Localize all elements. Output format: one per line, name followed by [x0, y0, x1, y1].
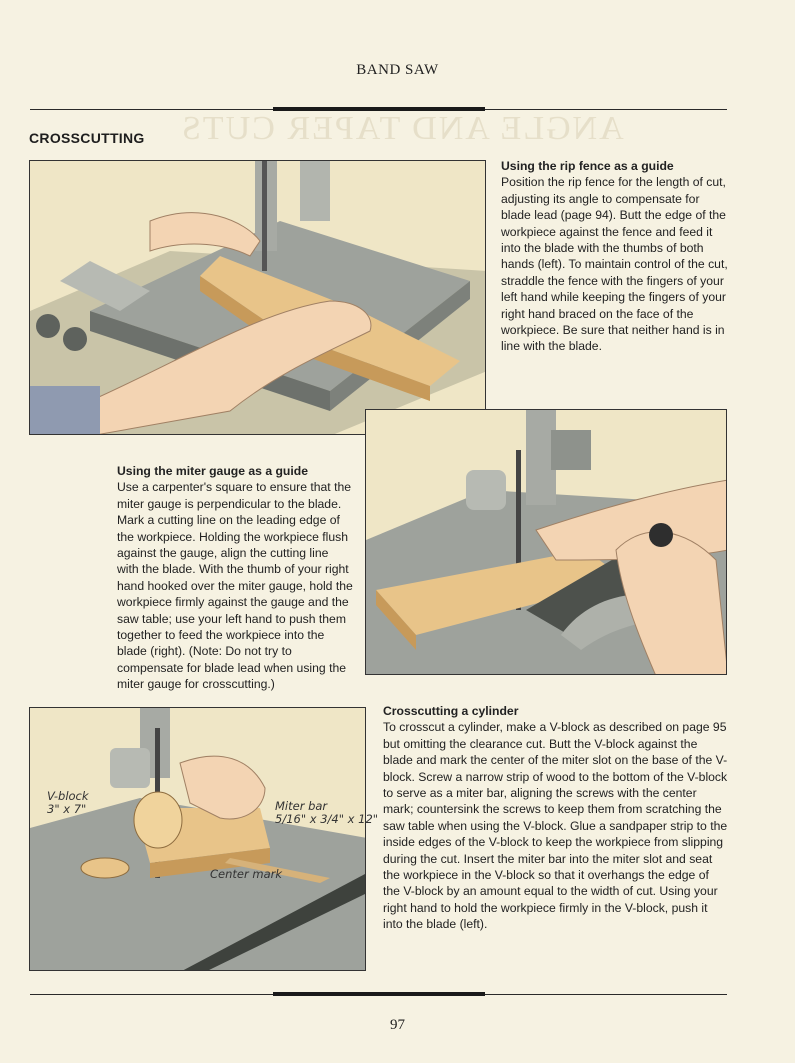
miter-bar-callout-name: Miter bar — [275, 799, 328, 813]
top-rule-accent — [273, 107, 485, 111]
cylinder-drawing — [30, 708, 365, 970]
bottom-rule-accent — [273, 992, 485, 996]
cylinder-heading: Crosscutting a cylinder — [383, 704, 519, 718]
running-head: BAND SAW — [356, 62, 439, 78]
miter-bar-callout-size: 5/16" x 3/4" x 12" — [275, 812, 379, 826]
miter-gauge-drawing — [366, 410, 726, 674]
vblock-callout-name: V-block — [47, 789, 89, 803]
center-mark-callout: Center mark — [210, 867, 282, 881]
vblock-callout: V-block 3" x 7" — [47, 790, 89, 816]
miter-bar-callout: Miter bar 5/16" x 3/4" x 12" — [275, 800, 378, 826]
rip-fence-illustration — [29, 160, 486, 435]
rip-fence-drawing — [30, 161, 485, 434]
miter-gauge-heading: Using the miter gauge as a guide — [117, 464, 308, 478]
cylinder-body: To crosscut a cylinder, make a V-block a… — [383, 720, 728, 932]
vblock-callout-size: 3" x 7" — [47, 802, 87, 816]
cylinder-illustration — [29, 707, 366, 971]
rip-fence-text: Using the rip fence as a guide Position … — [501, 158, 729, 355]
rip-fence-heading: Using the rip fence as a guide — [501, 159, 674, 173]
section-title: CROSSCUTTING — [29, 130, 145, 146]
page-number: 97 — [390, 1017, 405, 1033]
bleed-through-text: ANGLE AND TAPER CUTS — [180, 110, 624, 147]
rip-fence-body: Position the rip fence for the length of… — [501, 175, 728, 354]
miter-gauge-text: Using the miter gauge as a guide Use a c… — [117, 463, 353, 693]
miter-gauge-body: Use a carpenter's square to ensure that … — [117, 480, 353, 692]
cylinder-text: Crosscutting a cylinder To crosscut a cy… — [383, 703, 729, 933]
miter-gauge-illustration — [365, 409, 727, 675]
